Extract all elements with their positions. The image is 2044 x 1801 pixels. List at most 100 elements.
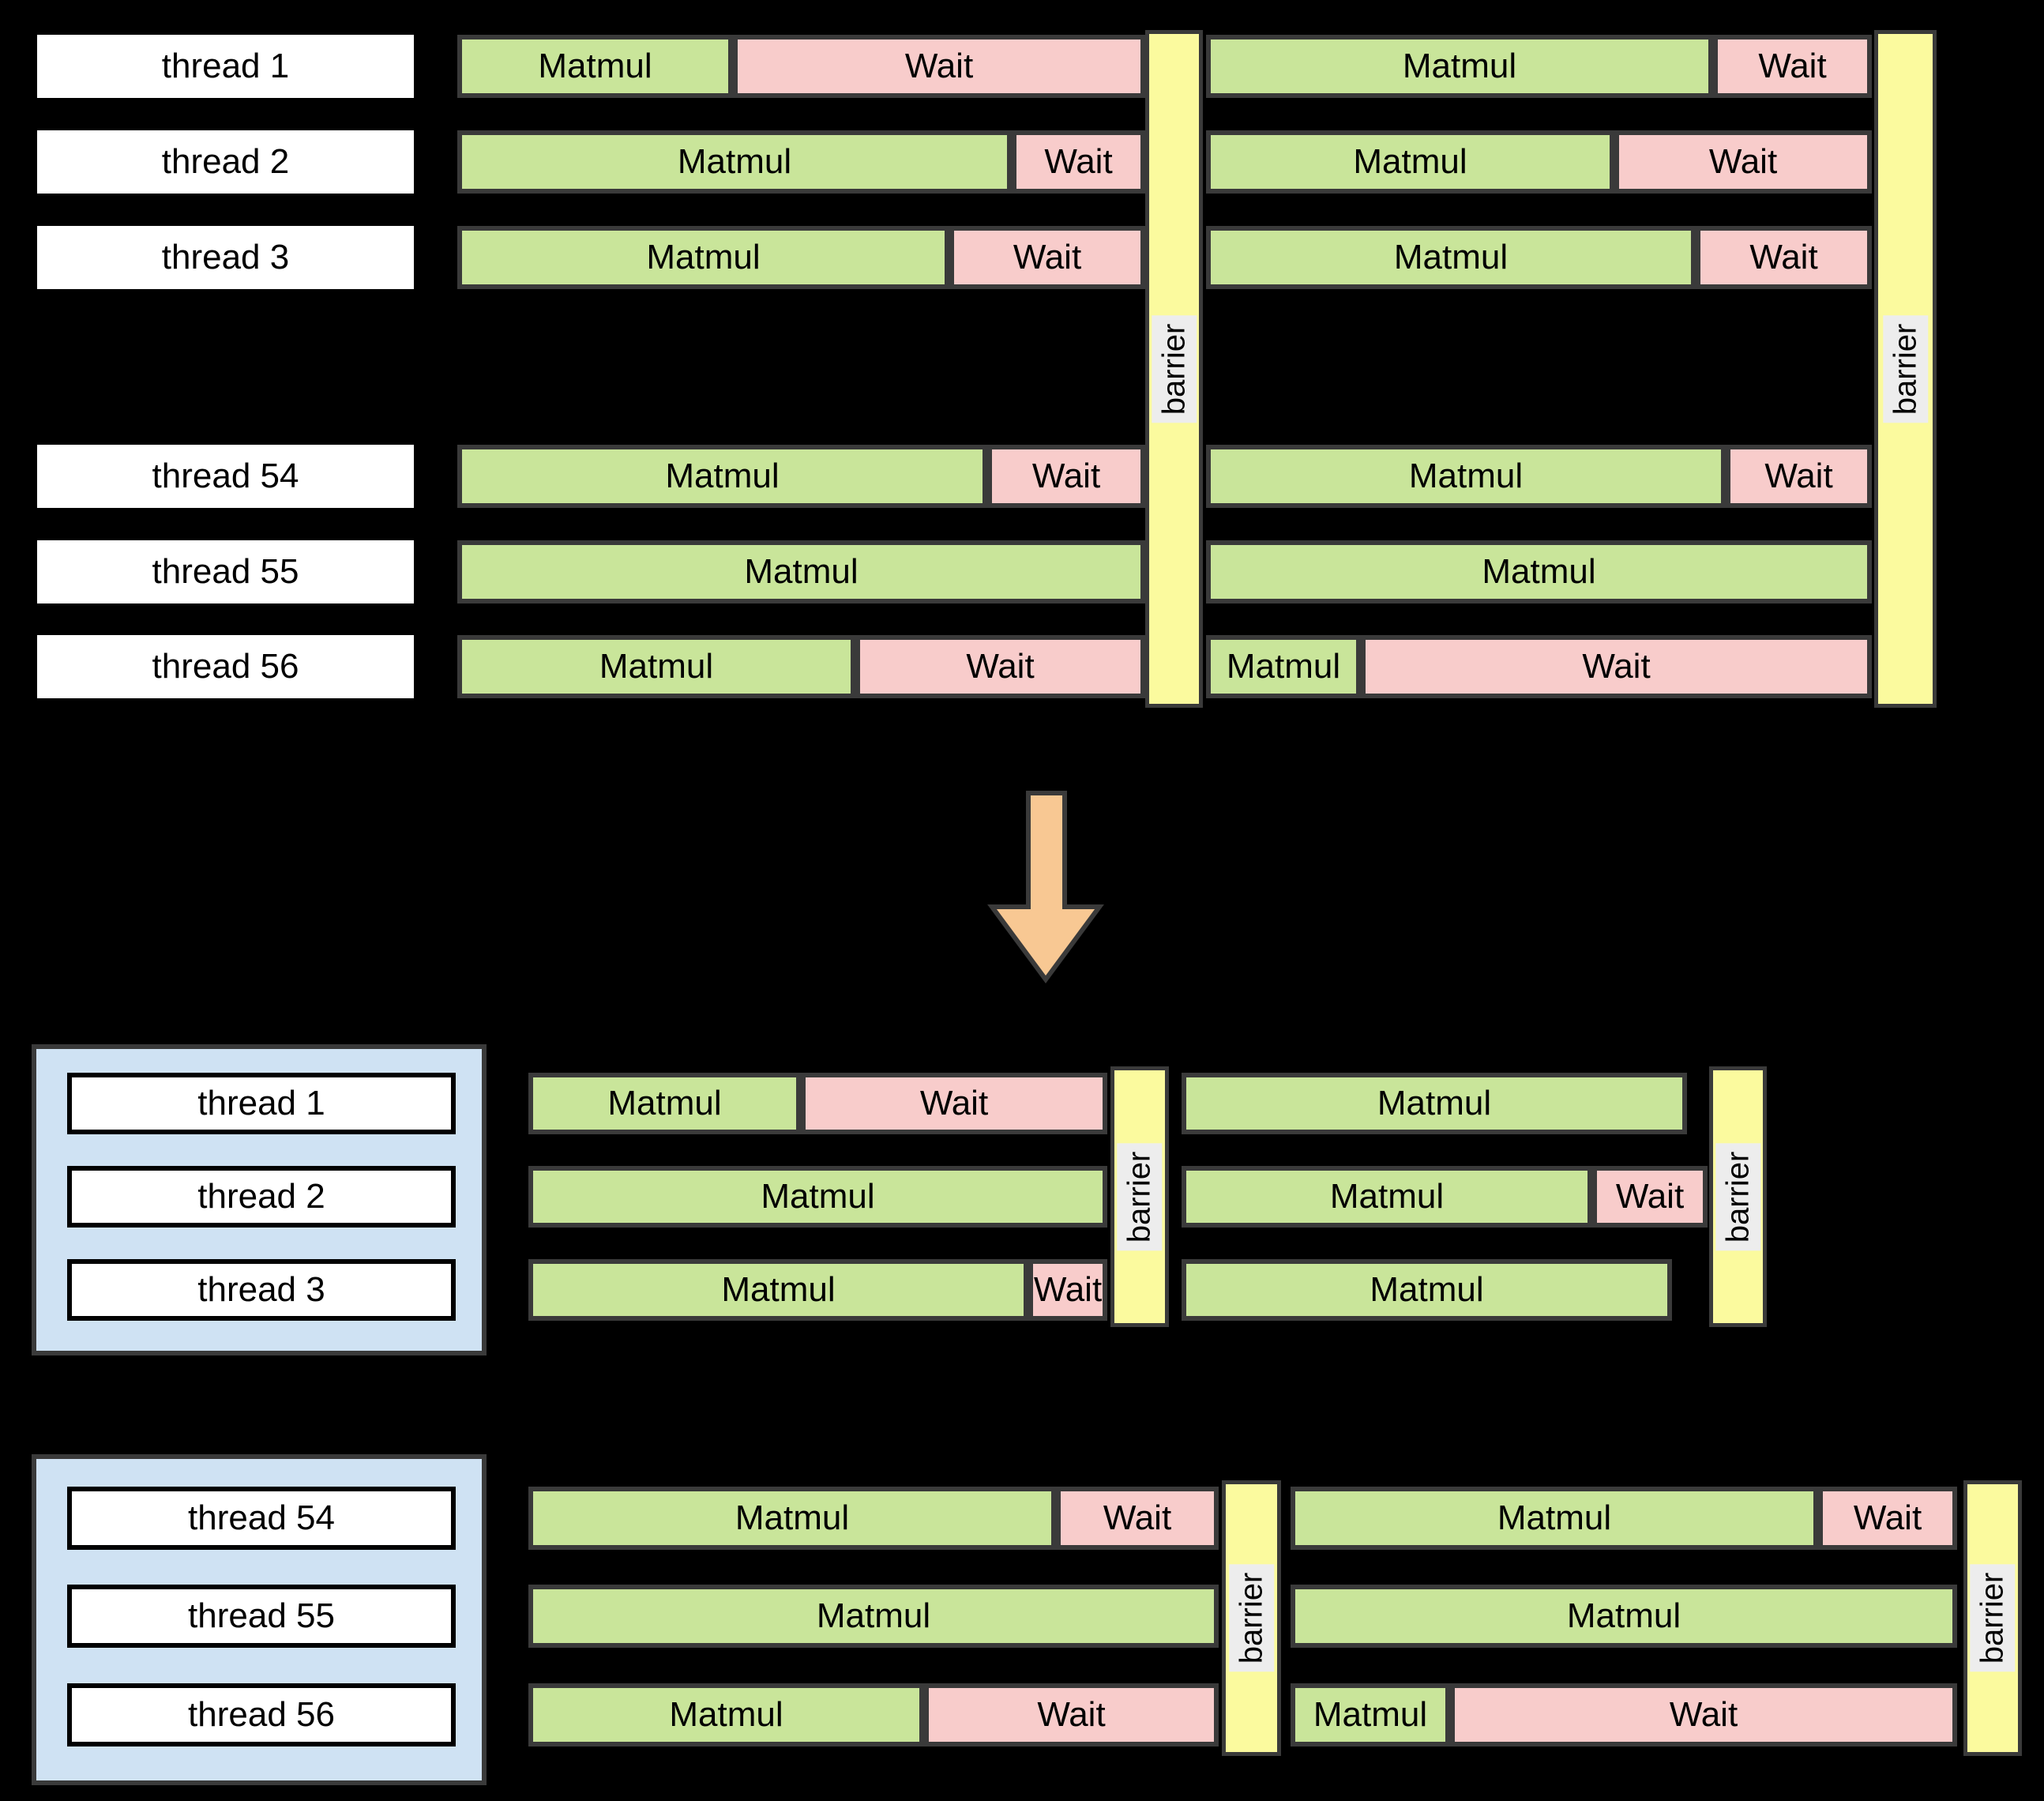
wait-segment-label: Wait <box>1708 142 1778 181</box>
matmul-segment-label: Matmul <box>721 1270 836 1309</box>
matmul-segment: Matmul <box>1291 1487 1818 1550</box>
wait-segment: Wait <box>1028 1259 1107 1321</box>
thread-label-box: thread 2 <box>37 130 414 194</box>
thread-label-box: thread 1 <box>67 1073 456 1134</box>
matmul-segment-label: Matmul <box>1329 1177 1445 1216</box>
wait-segment-label: Wait <box>1758 47 1827 85</box>
matmul-segment-label: Matmul <box>1482 552 1596 591</box>
matmul-segment: Matmul <box>1291 1683 1450 1746</box>
wait-segment: Wait <box>855 635 1145 698</box>
thread-label-text: thread 3 <box>197 1270 325 1309</box>
thread-label-text: thread 1 <box>161 47 290 85</box>
wait-segment-label: Wait <box>904 47 974 85</box>
matmul-segment: Matmul <box>1182 1073 1687 1134</box>
matmul-segment-label: Matmul <box>646 238 761 276</box>
matmul-segment: Matmul <box>457 540 1145 603</box>
matmul-segment-label: Matmul <box>1566 1596 1681 1635</box>
matmul-segment-label: Matmul <box>1226 647 1341 686</box>
wait-segment: Wait <box>1592 1166 1708 1228</box>
barrier-label: barrier <box>1152 315 1197 423</box>
wait-segment-label: Wait <box>1764 457 1833 495</box>
barrier-bar: barrier <box>1963 1480 2022 1756</box>
wait-segment: Wait <box>1696 226 1872 289</box>
matmul-segment: Matmul <box>1206 35 1713 98</box>
thread-label-text: thread 56 <box>188 1695 335 1734</box>
matmul-segment-label: Matmul <box>1353 142 1467 181</box>
matmul-segment-label: Matmul <box>1370 1270 1484 1309</box>
thread-label-box: thread 54 <box>37 445 414 508</box>
wait-segment: Wait <box>924 1683 1219 1746</box>
wait-segment-label: Wait <box>1013 238 1082 276</box>
matmul-segment: Matmul <box>457 226 949 289</box>
matmul-segment-label: Matmul <box>735 1498 850 1537</box>
matmul-segment: Matmul <box>1206 445 1726 508</box>
wait-segment: Wait <box>1450 1683 1957 1746</box>
matmul-segment: Matmul <box>1182 1259 1672 1321</box>
thread-label-text: thread 54 <box>188 1498 335 1537</box>
thread-label-box: thread 56 <box>67 1683 456 1746</box>
wait-segment: Wait <box>1056 1487 1219 1550</box>
thread-label-text: thread 2 <box>197 1177 325 1216</box>
matmul-segment-label: Matmul <box>1377 1084 1492 1122</box>
thread-label-box: thread 54 <box>67 1487 456 1550</box>
wait-segment: Wait <box>1614 130 1872 194</box>
wait-segment-label: Wait <box>1615 1177 1685 1216</box>
wait-segment: Wait <box>801 1073 1107 1134</box>
barrier-bar: barrier <box>1110 1066 1169 1327</box>
barrier-bar: barrier <box>1874 30 1937 708</box>
matmul-segment-label: Matmul <box>665 457 780 495</box>
thread-label-box: thread 55 <box>37 540 414 603</box>
thread-label-box: thread 3 <box>67 1259 456 1321</box>
matmul-segment: Matmul <box>528 1166 1107 1228</box>
matmul-segment-label: Matmul <box>1408 457 1524 495</box>
matmul-segment-label: Matmul <box>677 142 792 181</box>
thread-label-text: thread 1 <box>197 1084 325 1122</box>
wait-segment-label: Wait <box>1031 457 1101 495</box>
matmul-segment: Matmul <box>528 1259 1028 1321</box>
matmul-segment-label: Matmul <box>744 552 859 591</box>
wait-segment-label: Wait <box>1044 142 1113 181</box>
matmul-segment: Matmul <box>457 35 733 98</box>
matmul-segment: Matmul <box>457 445 987 508</box>
thread-label-box: thread 55 <box>67 1585 456 1648</box>
matmul-segment-label: Matmul <box>599 647 714 686</box>
wait-segment: Wait <box>949 226 1145 289</box>
matmul-segment-label: Matmul <box>1313 1695 1428 1734</box>
wait-segment: Wait <box>1726 445 1872 508</box>
wait-segment-label: Wait <box>1103 1498 1172 1537</box>
matmul-segment: Matmul <box>528 1073 801 1134</box>
wait-segment-label: Wait <box>966 647 1035 686</box>
thread-label-text: thread 55 <box>152 552 299 591</box>
wait-segment-label: Wait <box>1669 1695 1738 1734</box>
wait-segment: Wait <box>1012 130 1145 194</box>
barrier-label: barrier <box>1970 1564 2016 1672</box>
barrier-bar: barrier <box>1145 30 1203 708</box>
matmul-segment: Matmul <box>528 1487 1056 1550</box>
matmul-segment: Matmul <box>1206 635 1361 698</box>
matmul-segment-label: Matmul <box>816 1596 931 1635</box>
thread-label-text: thread 54 <box>152 457 299 495</box>
wait-segment-label: Wait <box>1037 1695 1106 1734</box>
thread-label-text: thread 2 <box>161 142 290 181</box>
wait-segment: Wait <box>733 35 1145 98</box>
matmul-segment-label: Matmul <box>669 1695 783 1734</box>
matmul-segment-label: Matmul <box>607 1084 722 1122</box>
matmul-segment-label: Matmul <box>1393 238 1509 276</box>
wait-segment: Wait <box>1818 1487 1957 1550</box>
down-arrow-icon <box>987 791 1104 984</box>
wait-segment: Wait <box>1361 635 1872 698</box>
wait-segment-label: Wait <box>919 1084 989 1122</box>
thread-label-box: thread 3 <box>37 226 414 289</box>
barrier-label: barrier <box>1229 1564 1274 1672</box>
barrier-bar: barrier <box>1222 1480 1281 1756</box>
matmul-segment: Matmul <box>528 1585 1219 1648</box>
wait-segment: Wait <box>987 445 1145 508</box>
matmul-segment: Matmul <box>457 635 855 698</box>
thread-label-box: thread 56 <box>37 635 414 698</box>
matmul-segment: Matmul <box>1206 540 1872 603</box>
thread-label-text: thread 55 <box>188 1596 335 1635</box>
wait-segment-label: Wait <box>1749 238 1818 276</box>
matmul-segment-label: Matmul <box>1497 1498 1612 1537</box>
matmul-segment-label: Matmul <box>761 1177 875 1216</box>
thread-label-box: thread 1 <box>37 35 414 98</box>
